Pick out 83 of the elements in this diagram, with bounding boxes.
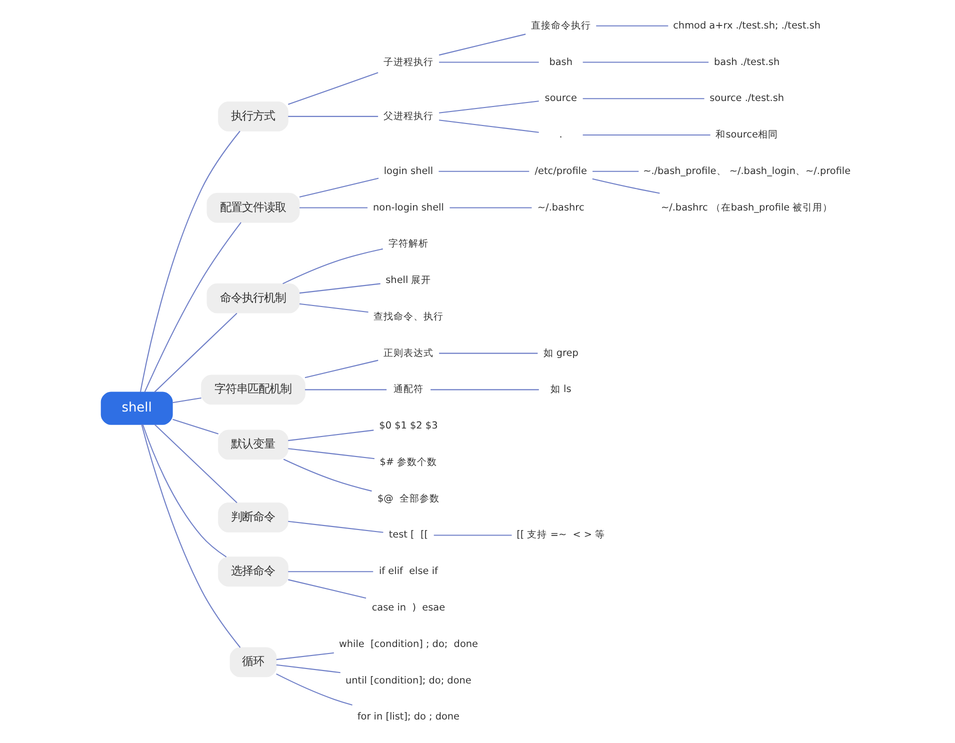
connector [299, 207, 368, 208]
node-text: 子进程执行 [382, 56, 433, 68]
connector [449, 207, 532, 208]
node-box: 执行方式 [218, 101, 288, 132]
connector [596, 25, 668, 26]
connector [276, 664, 340, 674]
connector [287, 72, 378, 105]
connector [592, 178, 660, 194]
connector [288, 116, 378, 117]
node-text: 父进程执行 [382, 110, 433, 122]
connector [438, 34, 526, 56]
node-text: 如 grep [542, 348, 578, 359]
connector [288, 520, 383, 533]
node-text: /etc/profile [534, 166, 586, 177]
connector [288, 430, 374, 442]
node-text: $0 $1 $2 $3 [378, 420, 438, 432]
node-text: [[ 支持 =~ < > 等 [516, 530, 605, 541]
connector [288, 579, 366, 599]
node-text: shell 展开 [385, 275, 431, 286]
node-text: bash [548, 56, 572, 68]
connector [438, 62, 538, 63]
node-text: ~/.bashrc （在bash_profile 被引用） [660, 202, 832, 214]
node-text: 通配符 [392, 384, 423, 396]
node-text: $# 参数个数 [379, 456, 437, 468]
connector [438, 170, 529, 172]
node-text: for in [list]; do ; done [356, 712, 460, 723]
node-text: 查找命令、执行 [372, 311, 443, 322]
connector [154, 312, 237, 392]
node-text: 直接命令执行 [530, 20, 590, 32]
connector [304, 360, 378, 378]
connector [298, 283, 380, 294]
connector [139, 130, 240, 392]
node-text: until [condition]; do; done [345, 675, 471, 686]
connector [282, 458, 372, 492]
node-box: 字符串匹配机制 [200, 374, 305, 405]
node-box: 默认变量 [218, 430, 288, 460]
node-text: $@ 全部参数 [376, 493, 439, 504]
connector [438, 100, 538, 114]
node-box: 命令执行机制 [206, 283, 300, 314]
connector [142, 424, 226, 558]
connector [276, 652, 334, 660]
connector [298, 178, 378, 198]
node-box: 循环 [229, 647, 276, 678]
connector [582, 134, 710, 136]
node-text: while [condition] ; do; done [338, 638, 478, 650]
connector [592, 170, 638, 172]
node-text: 正则表达式 [382, 348, 433, 359]
node-box: shell [100, 392, 172, 425]
node-text: 和source相同 [715, 130, 778, 141]
node-text: non-login shell [372, 202, 444, 214]
node-text: bash ./test.sh [714, 56, 780, 68]
connector [288, 448, 374, 460]
node-box: 判断命令 [218, 502, 288, 532]
connector [582, 98, 704, 100]
connector [144, 222, 241, 392]
node-text: ~/.bashrc [536, 202, 584, 214]
node-text: ~./bash_profile、 ~/.bash_login、~/.profile [642, 166, 850, 177]
node-text: 如 ls [550, 384, 571, 396]
connector [304, 389, 386, 390]
node-text: . [558, 130, 562, 141]
connector [172, 397, 201, 404]
connector [154, 424, 237, 504]
connector [140, 424, 240, 648]
node-box: 配置文件读取 [206, 192, 300, 223]
connector [430, 389, 538, 390]
node-text: source [544, 93, 576, 104]
connector [298, 303, 368, 313]
node-text: chmod a+rx ./test.sh; ./test.sh [672, 20, 820, 32]
node-text: source ./test.sh [709, 93, 784, 104]
connector [288, 571, 373, 572]
node-text: case in ) esae [371, 602, 445, 614]
node-text: if elif else if [378, 566, 438, 578]
connector [582, 62, 708, 63]
node-text: test [ [[ [388, 530, 428, 541]
node-box: 选择命令 [218, 556, 288, 587]
node-text: 字符解析 [388, 238, 428, 250]
connector [433, 534, 512, 536]
connector [282, 248, 382, 284]
node-text: login shell [383, 166, 433, 177]
connector [276, 674, 352, 706]
connector [438, 120, 538, 133]
connector [438, 352, 538, 354]
connector [172, 418, 218, 434]
